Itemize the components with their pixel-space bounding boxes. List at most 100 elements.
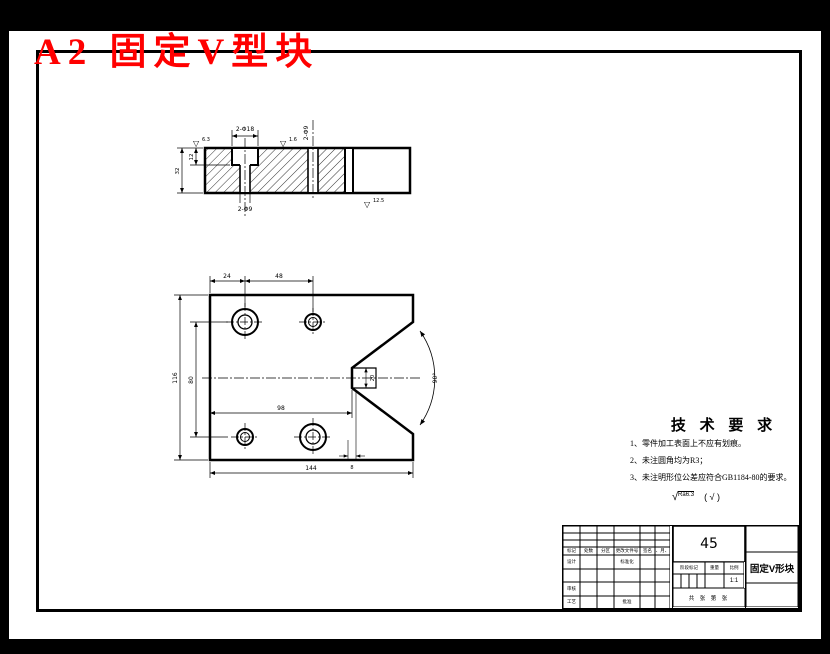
surface-triangle-icon: ▽: [280, 139, 287, 148]
title-block-cell: [655, 596, 670, 610]
title-block-cell: [614, 569, 640, 583]
title-block-cell: [614, 540, 640, 547]
title-block-cell: [640, 540, 655, 547]
tech-req-item-2: 2、未注圆角均为R3；: [630, 456, 708, 465]
title-block-middle: 45 阶段标记 重量 比例 1:1 共 张 第 张: [672, 525, 746, 609]
title-block-cell: [614, 582, 640, 596]
roughness-alt: ( √ ): [704, 492, 720, 502]
label-process: 工艺: [563, 596, 580, 610]
title-block-cell: [597, 582, 614, 596]
title-block-cell: [597, 533, 614, 540]
title-block-cell: [655, 582, 670, 596]
title-block-cell: [580, 533, 597, 540]
surface-finish-bottom: ▽ 12.5: [364, 198, 384, 209]
revision-header-row: 标记 处数 分区 更改文件号 签名 年、月、日: [563, 547, 672, 555]
title-block-cell: [655, 555, 670, 569]
stage-value-row: 1:1: [673, 574, 745, 588]
title-block-cell: [640, 533, 655, 540]
hole-top-right: [299, 308, 327, 336]
title-block-cell: [597, 569, 614, 583]
title-block-cell: [640, 569, 655, 583]
label-stage-mark: 阶段标记: [673, 562, 705, 574]
title-block-cell: [614, 533, 640, 540]
title-block-cell: [563, 569, 580, 583]
roughness-value: Ra6.3: [678, 491, 695, 498]
title-block-cell: [580, 569, 597, 583]
revision-grid: [563, 526, 672, 547]
dim-slot-width: 8: [339, 390, 365, 471]
surface-finish-left-value: 6.3: [202, 137, 210, 143]
section-hatch: [206, 149, 345, 192]
title-block-cell: [597, 526, 614, 533]
dim-bottom-width: 144: [209, 462, 414, 478]
stage-header-row: 阶段标记 重量 比例: [673, 562, 745, 574]
title-block-cell: [580, 596, 597, 610]
stage-box: [689, 574, 697, 588]
check-roughness-icon: √: [672, 491, 679, 503]
title-block-cell: [563, 526, 580, 533]
dim-top-mid-label: 48: [275, 273, 283, 280]
dim-left-inner-label: 80: [188, 376, 195, 384]
title-block-cell: [563, 540, 580, 547]
dim-top-left-label: 24: [223, 273, 231, 280]
title-block-cell: [563, 533, 580, 540]
hole-top-left-counterbore: [226, 303, 264, 341]
dim-hole-top-label: 2-Φ9: [303, 126, 310, 141]
title-block-cell: [640, 596, 655, 610]
tech-req-heading: 技 术 要 求: [670, 418, 778, 434]
dim-hole-bottom: 2-Φ9: [238, 193, 253, 213]
surface-triangle-icon: ▽: [193, 139, 200, 148]
label-approve: 批准: [614, 596, 640, 610]
title-block-cell: [655, 540, 670, 547]
tech-req-item-3: 3、未注明形位公差应符合GB1184-80的要求。: [630, 473, 792, 482]
title-block-cell: [580, 526, 597, 533]
dim-bottom-width-label: 144: [305, 465, 317, 472]
surface-finish-mid-value: 1.6: [289, 137, 297, 143]
company-cell: [746, 526, 798, 552]
material-cell: 45: [673, 526, 745, 562]
title-block-cell: [655, 533, 670, 540]
signature-grid: 设计 标准化 审核 工艺 批准: [563, 555, 672, 609]
label-audit: 审核: [563, 582, 580, 596]
stage-box: [681, 574, 689, 588]
title-block-cell: [580, 540, 597, 547]
header-zone: 分区: [597, 547, 614, 555]
dim-mid-width: 98: [210, 390, 353, 418]
title-block-cell: [597, 596, 614, 610]
dim-counterbore: 2-Φ18: [231, 126, 259, 146]
plan-view: 90° 20 24 48 116: [172, 273, 439, 478]
title-block-cell: [655, 569, 670, 583]
dim-left-inner: 80: [188, 321, 228, 438]
dim-slot-relief-label: 20: [370, 375, 376, 381]
strip: [346, 149, 353, 192]
hole-bottom-left: [231, 423, 259, 451]
label-standardization: 标准化: [614, 555, 640, 569]
drawing-number-cell: [746, 583, 798, 607]
label-scale: 比例: [724, 562, 744, 574]
surface-finish-left: ▽ 6.3: [193, 137, 210, 148]
technical-requirements: 技 术 要 求 1、零件加工表面上不应有划痕。 2、未注圆角均为R3； 3、未注…: [630, 414, 818, 503]
stage-box: [673, 574, 681, 588]
dim-hole-bottom-label: 2-Φ9: [238, 206, 253, 213]
dim-section-height-label: 32: [175, 168, 181, 175]
dim-slot-depth: 12: [189, 147, 230, 166]
dim-v-angle-label: 90°: [432, 373, 439, 384]
hole-bottom-right-counterbore: [294, 418, 332, 456]
title-block-cell: [597, 540, 614, 547]
surface-finish-bottom-value: 12.5: [373, 198, 384, 204]
roughness-note: √Ra6.3 ( √ ): [630, 491, 818, 503]
title-block-cell: [580, 555, 597, 569]
header-signature: 签名: [640, 547, 655, 555]
title-block-cell: [614, 526, 640, 533]
label-design: 设计: [563, 555, 580, 569]
title-block-cell: [655, 526, 670, 533]
section-view: 2-Φ18 2-Φ9 12 32 2-Φ9: [175, 120, 412, 218]
dim-slot-depth-label: 12: [189, 154, 195, 161]
header-change-doc: 更改文件号: [615, 548, 639, 553]
title-block: 标记 处数 分区 更改文件号 签名 年、月、日 设计 标准化 审核 工艺 批准 45…: [562, 525, 799, 609]
drawing-border-frame: [36, 50, 802, 612]
header-count: 处数: [580, 547, 597, 555]
label-weight: 重量: [705, 562, 724, 574]
